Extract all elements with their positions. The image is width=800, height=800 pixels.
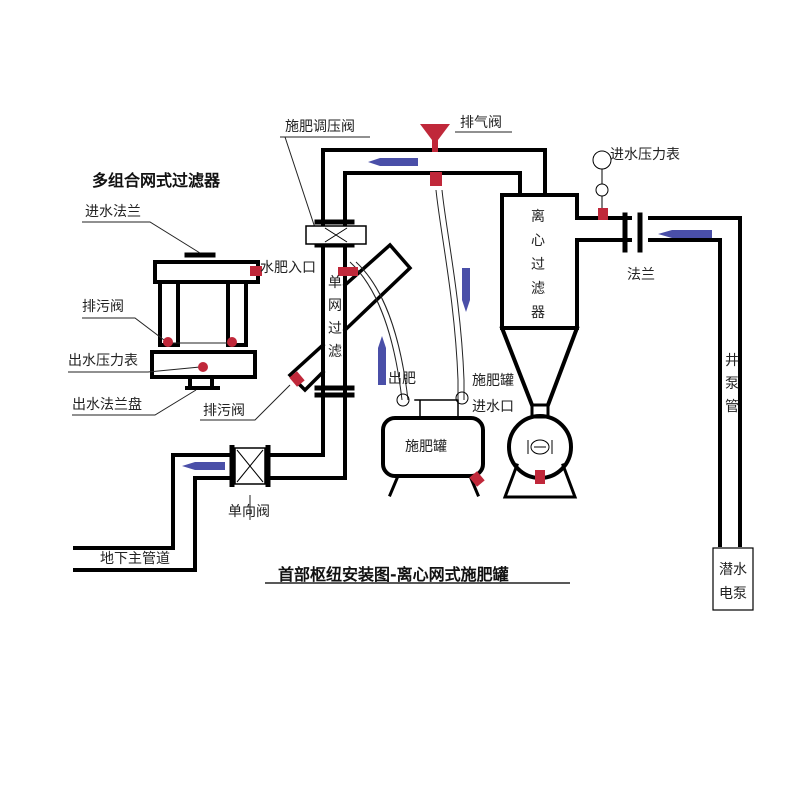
hose-out xyxy=(349,261,403,401)
label-fert-tank: 施肥罐 xyxy=(405,439,447,455)
label-outlet-flange-plate: 出水法兰盘 xyxy=(72,397,142,413)
drain-valve-dot-2 xyxy=(227,337,237,347)
inlet-pipe-right xyxy=(648,216,742,547)
multi-filter-bottom xyxy=(150,350,257,379)
air-valve-icon xyxy=(420,124,450,152)
label-inlet-gauge: 进水压力表 xyxy=(610,147,680,163)
vertical-pipe-left xyxy=(268,248,347,480)
submersible-pump xyxy=(712,547,754,611)
leader-gauge xyxy=(68,366,201,373)
filter-fitting-right xyxy=(250,266,262,276)
air-valve-base xyxy=(430,172,442,186)
flow-arrow-inlet xyxy=(658,230,712,238)
label-centrifugal-filter: 离 心 过 滤 器 xyxy=(531,209,545,321)
label-single-mesh-filter: 单 网 过 滤 xyxy=(328,275,342,360)
multi-filter-title: 多组合网式过滤器 xyxy=(92,171,221,190)
label-drain-valve-center: 排污阀 xyxy=(203,403,245,419)
fert-tank-body xyxy=(381,416,485,478)
label-well-pipe: 井 泵 管 xyxy=(725,353,739,415)
multi-filter-outlet xyxy=(185,375,220,390)
fert-out-valve-icon xyxy=(396,393,410,407)
water-fert-inlet-fitting xyxy=(338,267,358,276)
leader-drain-left xyxy=(82,317,232,344)
label-outlet-gauge: 出水压力表 xyxy=(68,353,138,369)
leader-fert-valve xyxy=(280,136,370,238)
y-strainer xyxy=(342,242,413,333)
drain-valve-dot-1 xyxy=(163,337,173,347)
flow-arrow-lower xyxy=(182,462,225,470)
label-main-pipe: 地下主管道 xyxy=(100,551,170,567)
gauge-fitting xyxy=(598,208,608,220)
hose-in xyxy=(435,189,459,400)
label-tank-inlet-2: 进水口 xyxy=(472,399,514,415)
label-fert-pressure-valve: 施肥调压阀 xyxy=(285,119,355,135)
pump-drain-fitting xyxy=(535,470,545,484)
leader-flange-plate xyxy=(72,389,197,416)
label-fert-out: 出肥 xyxy=(388,371,416,387)
label-check-valve: 单向阀 xyxy=(228,504,270,520)
hose-in-2 xyxy=(441,189,465,400)
flow-arrow-up xyxy=(378,336,386,385)
pump-base xyxy=(502,463,578,499)
centrifugal-cone xyxy=(499,325,580,408)
diagram-title: 首部枢纽安装图-离心网式施肥罐 xyxy=(278,565,509,584)
leader-drain-center xyxy=(200,384,291,421)
centrifugal-filter-body xyxy=(500,193,632,330)
label-air-valve: 排气阀 xyxy=(460,115,502,131)
label-submersible-pump: 潜水 电泵 xyxy=(719,562,747,602)
drain-valve-center-fitting xyxy=(289,371,305,387)
leader-inlet-flange xyxy=(82,221,201,254)
flanges xyxy=(314,212,643,398)
tank-drain-fitting xyxy=(469,471,485,487)
fert-tank-legs xyxy=(388,474,480,497)
label-inlet-flange: 进水法兰 xyxy=(85,204,141,220)
tank-inlet-valve-icon xyxy=(455,391,469,405)
hose-out-2 xyxy=(355,261,409,401)
label-tank-inlet-1: 施肥罐 xyxy=(472,373,514,389)
gauge-icon xyxy=(592,150,612,170)
label-drain-valve-left: 排污阀 xyxy=(82,299,124,315)
lower-pipe xyxy=(73,453,234,572)
flow-arrow-down xyxy=(462,268,470,312)
multi-filter-top xyxy=(153,260,260,284)
check-valve-flanges xyxy=(229,445,271,487)
fert-tank-top-pipe xyxy=(414,399,459,419)
flow-arrow-top xyxy=(368,158,418,166)
label-water-fert-inlet: 水肥入口 xyxy=(260,260,316,276)
multi-filter-cols xyxy=(158,280,248,347)
gauge-dot xyxy=(198,362,208,372)
label-flange: 法兰 xyxy=(627,267,655,283)
